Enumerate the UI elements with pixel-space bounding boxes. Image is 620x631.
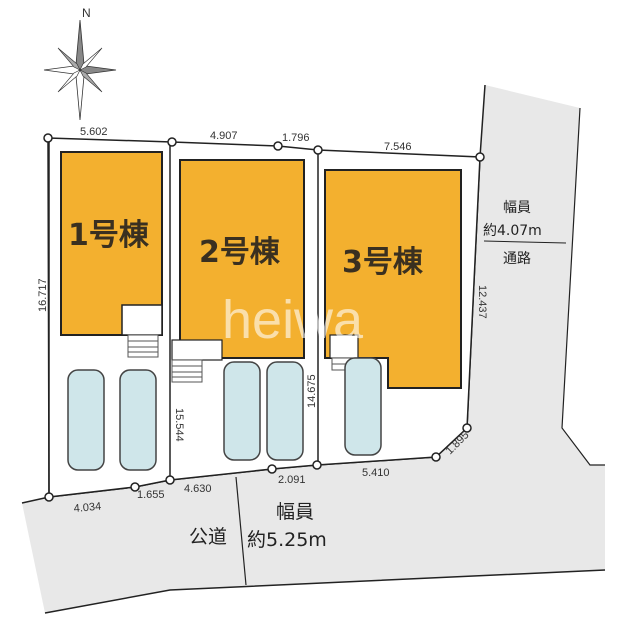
car-icon: [119, 369, 157, 471]
dim-top-2: 4.907: [210, 130, 238, 142]
stairs-1: [127, 334, 159, 358]
public-road-width-arrow: [235, 476, 247, 586]
side-road-name: 通路: [503, 251, 531, 267]
public-road-edge: [44, 569, 606, 614]
watermark: heiwa: [222, 290, 364, 350]
dim-vertical-1: 16.717: [37, 278, 49, 312]
dim-top-4: 7.546: [384, 141, 412, 153]
dim-vertical-3: 14.675: [306, 374, 318, 408]
car-icon: [344, 357, 382, 456]
parking-cars: [67, 357, 382, 471]
boundary-markers: [43, 133, 485, 502]
building-2[interactable]: 2号棟: [171, 159, 305, 383]
public-road-width-value: 約5.25m: [247, 529, 327, 551]
dim-vertical-2: 15.544: [173, 408, 185, 442]
building-3-label: 3号棟: [342, 245, 424, 280]
dim-top-1: 5.602: [80, 126, 108, 138]
dim-bottom-4: 2.091: [278, 474, 306, 486]
car-icon: [67, 369, 105, 471]
building-2-label: 2号棟: [199, 235, 281, 270]
compass-icon: N: [43, 6, 117, 121]
public-road-name: 公道: [189, 526, 227, 548]
dim-bottom-3: 4.630: [184, 483, 212, 495]
side-road-edge: [561, 107, 605, 466]
dim-bottom-1: 4.034: [73, 501, 101, 515]
car-icon: [223, 361, 261, 461]
dim-bottom-5: 5.410: [362, 467, 390, 479]
side-road-width-value: 約4.07m: [483, 223, 542, 239]
dim-bottom-2: 1.655: [137, 489, 165, 501]
compass-north-label: N: [82, 6, 91, 20]
building-3[interactable]: 3号棟: [324, 169, 462, 389]
building-1-label: 1号棟: [68, 218, 150, 253]
side-road-width-label: 幅員: [503, 200, 531, 216]
dim-vertical-4: 12.437: [476, 285, 488, 319]
stairs-2: [171, 359, 203, 383]
public-road-width-label: 幅員: [276, 501, 314, 523]
side-road-width-arrow: [483, 240, 567, 244]
dim-top-3: 1.796: [282, 132, 310, 144]
car-icon: [266, 361, 304, 461]
building-1[interactable]: 1号棟: [60, 151, 163, 358]
